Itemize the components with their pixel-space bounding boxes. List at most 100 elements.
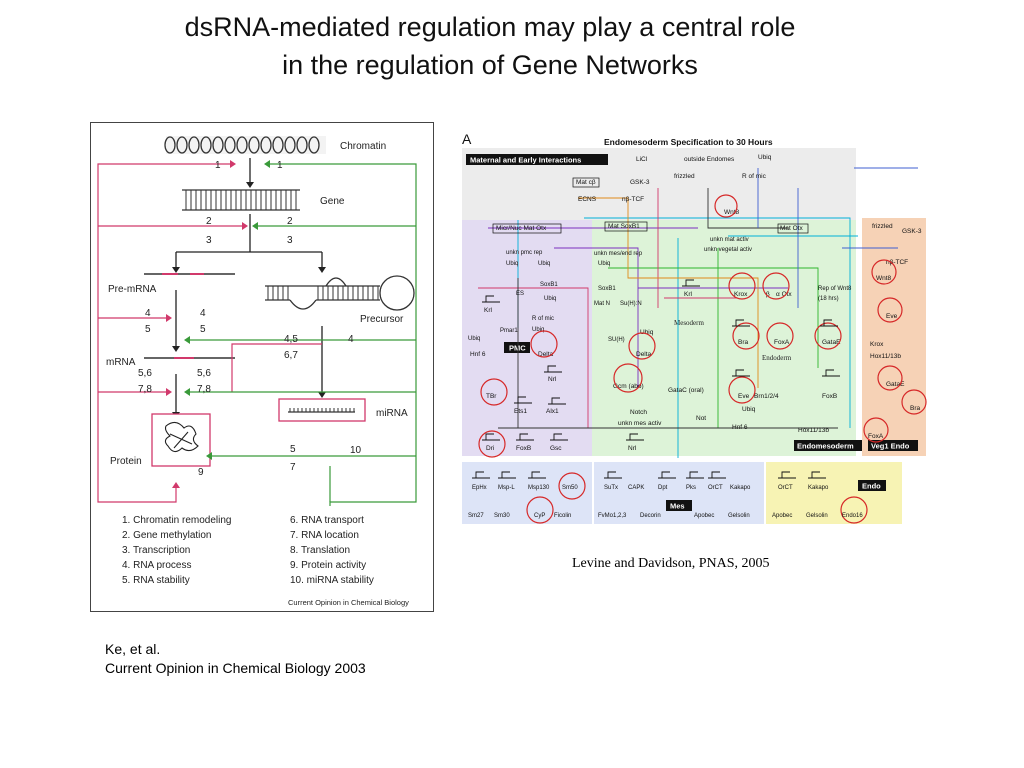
dsrna-regulation-lines <box>97 163 322 503</box>
pre-mrna-label: Pre-mRNA <box>108 284 157 295</box>
gene-label: Krl <box>484 307 493 314</box>
node-label: ECNS <box>578 196 597 203</box>
node-label: unkn mes/end rep <box>594 251 643 257</box>
mirna-label: miRNA <box>376 408 408 419</box>
gene-labels: Krl Hnf 6 Delta Nrl TBr Ets1 Alx1 Dri Fo… <box>470 275 921 452</box>
svg-text:5,6: 5,6 <box>197 368 211 379</box>
mes-diff-region <box>594 462 764 524</box>
node-label: SoxB1 <box>540 282 558 288</box>
gene-glyph <box>544 365 562 373</box>
highlight-circle <box>762 272 790 300</box>
citation-authors: Ke, et al. <box>105 641 161 657</box>
right-citation: Levine and Davidson, PNAS, 2005 <box>572 556 770 571</box>
gene-glyph <box>822 369 840 377</box>
node-label: Ubiq <box>544 296 556 302</box>
diff-gene-label: Kakapo <box>730 485 751 491</box>
mirna-strand <box>289 408 355 412</box>
endomesoderm-region <box>592 220 856 456</box>
node-label: unkn mat activ <box>710 237 749 243</box>
gene-glyph <box>516 433 534 441</box>
diff-gene-label: Ficolin <box>554 513 571 519</box>
svg-text:1: 1 <box>277 160 283 171</box>
diff-gene-label: Msp130 <box>528 485 550 491</box>
legend-item: 7. RNA location <box>290 530 359 541</box>
gene-glyph <box>686 471 704 479</box>
diff-gene-label: Gelsolin <box>806 513 828 519</box>
highlight-circle <box>766 322 794 350</box>
gene-glyph <box>808 471 826 479</box>
endo-differentiation-genes: OrCT Kakapo Apobec Gelsolin Endo16 <box>772 485 863 519</box>
node-label: R of mic <box>532 316 554 322</box>
flow-arrows <box>175 158 323 412</box>
gene-label: Hnf 6 <box>732 424 748 431</box>
highlight-circle <box>840 496 868 524</box>
pmc-differentiation-genes: EpHx Msp-L Msp130 Sm50 Sm27 Sm30 CyP Fic… <box>468 485 578 519</box>
veg1-label: Veg1 Endo <box>871 442 910 451</box>
gene-glyph <box>472 471 490 479</box>
chromatin-label: Chromatin <box>340 141 386 152</box>
gene-glyph <box>708 471 726 479</box>
gene-label: Alx1 <box>546 408 559 415</box>
highlight-circle <box>628 332 656 360</box>
panel-letter: A <box>462 131 472 147</box>
gene-label: Brn1/2/4 <box>754 393 779 400</box>
highlight-circle <box>530 330 558 358</box>
node-label: Ubiq <box>532 327 544 333</box>
node-label: Mat SoxB1 <box>608 223 640 230</box>
gene-label: Hox11/13b <box>798 427 829 434</box>
precursor-label: Precursor <box>360 314 404 325</box>
process-legend-right: 6. RNA transport 7. RNA location 8. Tran… <box>290 515 374 586</box>
gene-label: Dri <box>486 445 494 452</box>
legend-item: 6. RNA transport <box>290 515 364 526</box>
diff-gene-label: Pks <box>686 485 696 491</box>
highlight-circle <box>728 376 756 404</box>
gene-glyph <box>658 471 676 479</box>
gene-label: Delta <box>538 351 554 358</box>
node-label: LiCl <box>636 156 648 163</box>
gene-glyph <box>482 295 500 303</box>
gene-label: Ets1 <box>514 408 527 415</box>
node-label: nβ-TCF <box>622 196 644 203</box>
svg-text:4: 4 <box>145 308 151 319</box>
legend-item: 9. Protein activity <box>290 560 366 571</box>
highlight-circle <box>714 194 738 218</box>
slide-title-line-1: dsRNA-mediated regulation may play a cen… <box>184 12 796 42</box>
protein-icon <box>164 421 199 453</box>
gene-glyph <box>548 397 566 405</box>
gene-label: TBr <box>486 393 497 400</box>
highlight-circle <box>613 363 643 393</box>
node-label: GSK-3 <box>630 179 650 186</box>
node-label: outside Endomes <box>684 156 735 163</box>
highlight-circle <box>901 389 927 415</box>
gene-label: Gcm (abo) <box>613 383 644 390</box>
legend-item: 1. Chromatin remodeling <box>122 515 232 526</box>
diff-gene-label: Msp-L <box>498 485 515 491</box>
svg-text:5: 5 <box>290 444 296 455</box>
node-label: unkn pmc rep <box>506 250 543 256</box>
legend-item: 8. Translation <box>290 545 350 556</box>
highlight-circle <box>863 417 889 443</box>
network-title: Endomesoderm Specification to 30 Hours <box>604 137 773 147</box>
svg-text:3: 3 <box>206 235 212 246</box>
node-label: GSK-3 <box>902 228 922 235</box>
gene-label: Eve <box>886 313 898 320</box>
gene-glyph <box>778 471 796 479</box>
highlight-circle <box>877 297 903 323</box>
svg-text:7: 7 <box>290 462 296 473</box>
diff-gene-label: OrCT <box>778 485 793 491</box>
node-label: R of mic <box>742 173 767 180</box>
gene-glyph <box>682 279 700 287</box>
legend-item: 5. RNA stability <box>122 575 190 586</box>
svg-text:6,7: 6,7 <box>284 350 298 361</box>
diff-gene-label: Kakapo <box>808 485 829 491</box>
svg-text:2: 2 <box>287 216 293 227</box>
gene-label: unkn mes activ <box>618 420 662 427</box>
gene-label: Krl <box>684 291 693 298</box>
diff-gene-label: Dpt <box>658 485 668 491</box>
node-label: nβ-TCF <box>886 259 908 266</box>
diff-gene-label: Decorin <box>640 513 661 519</box>
node-label: ES <box>516 291 524 297</box>
diff-gene-label: Gelsolin <box>728 513 750 519</box>
diff-gene-label: Apobec <box>694 513 714 519</box>
gene-label: α Otx <box>776 291 792 298</box>
